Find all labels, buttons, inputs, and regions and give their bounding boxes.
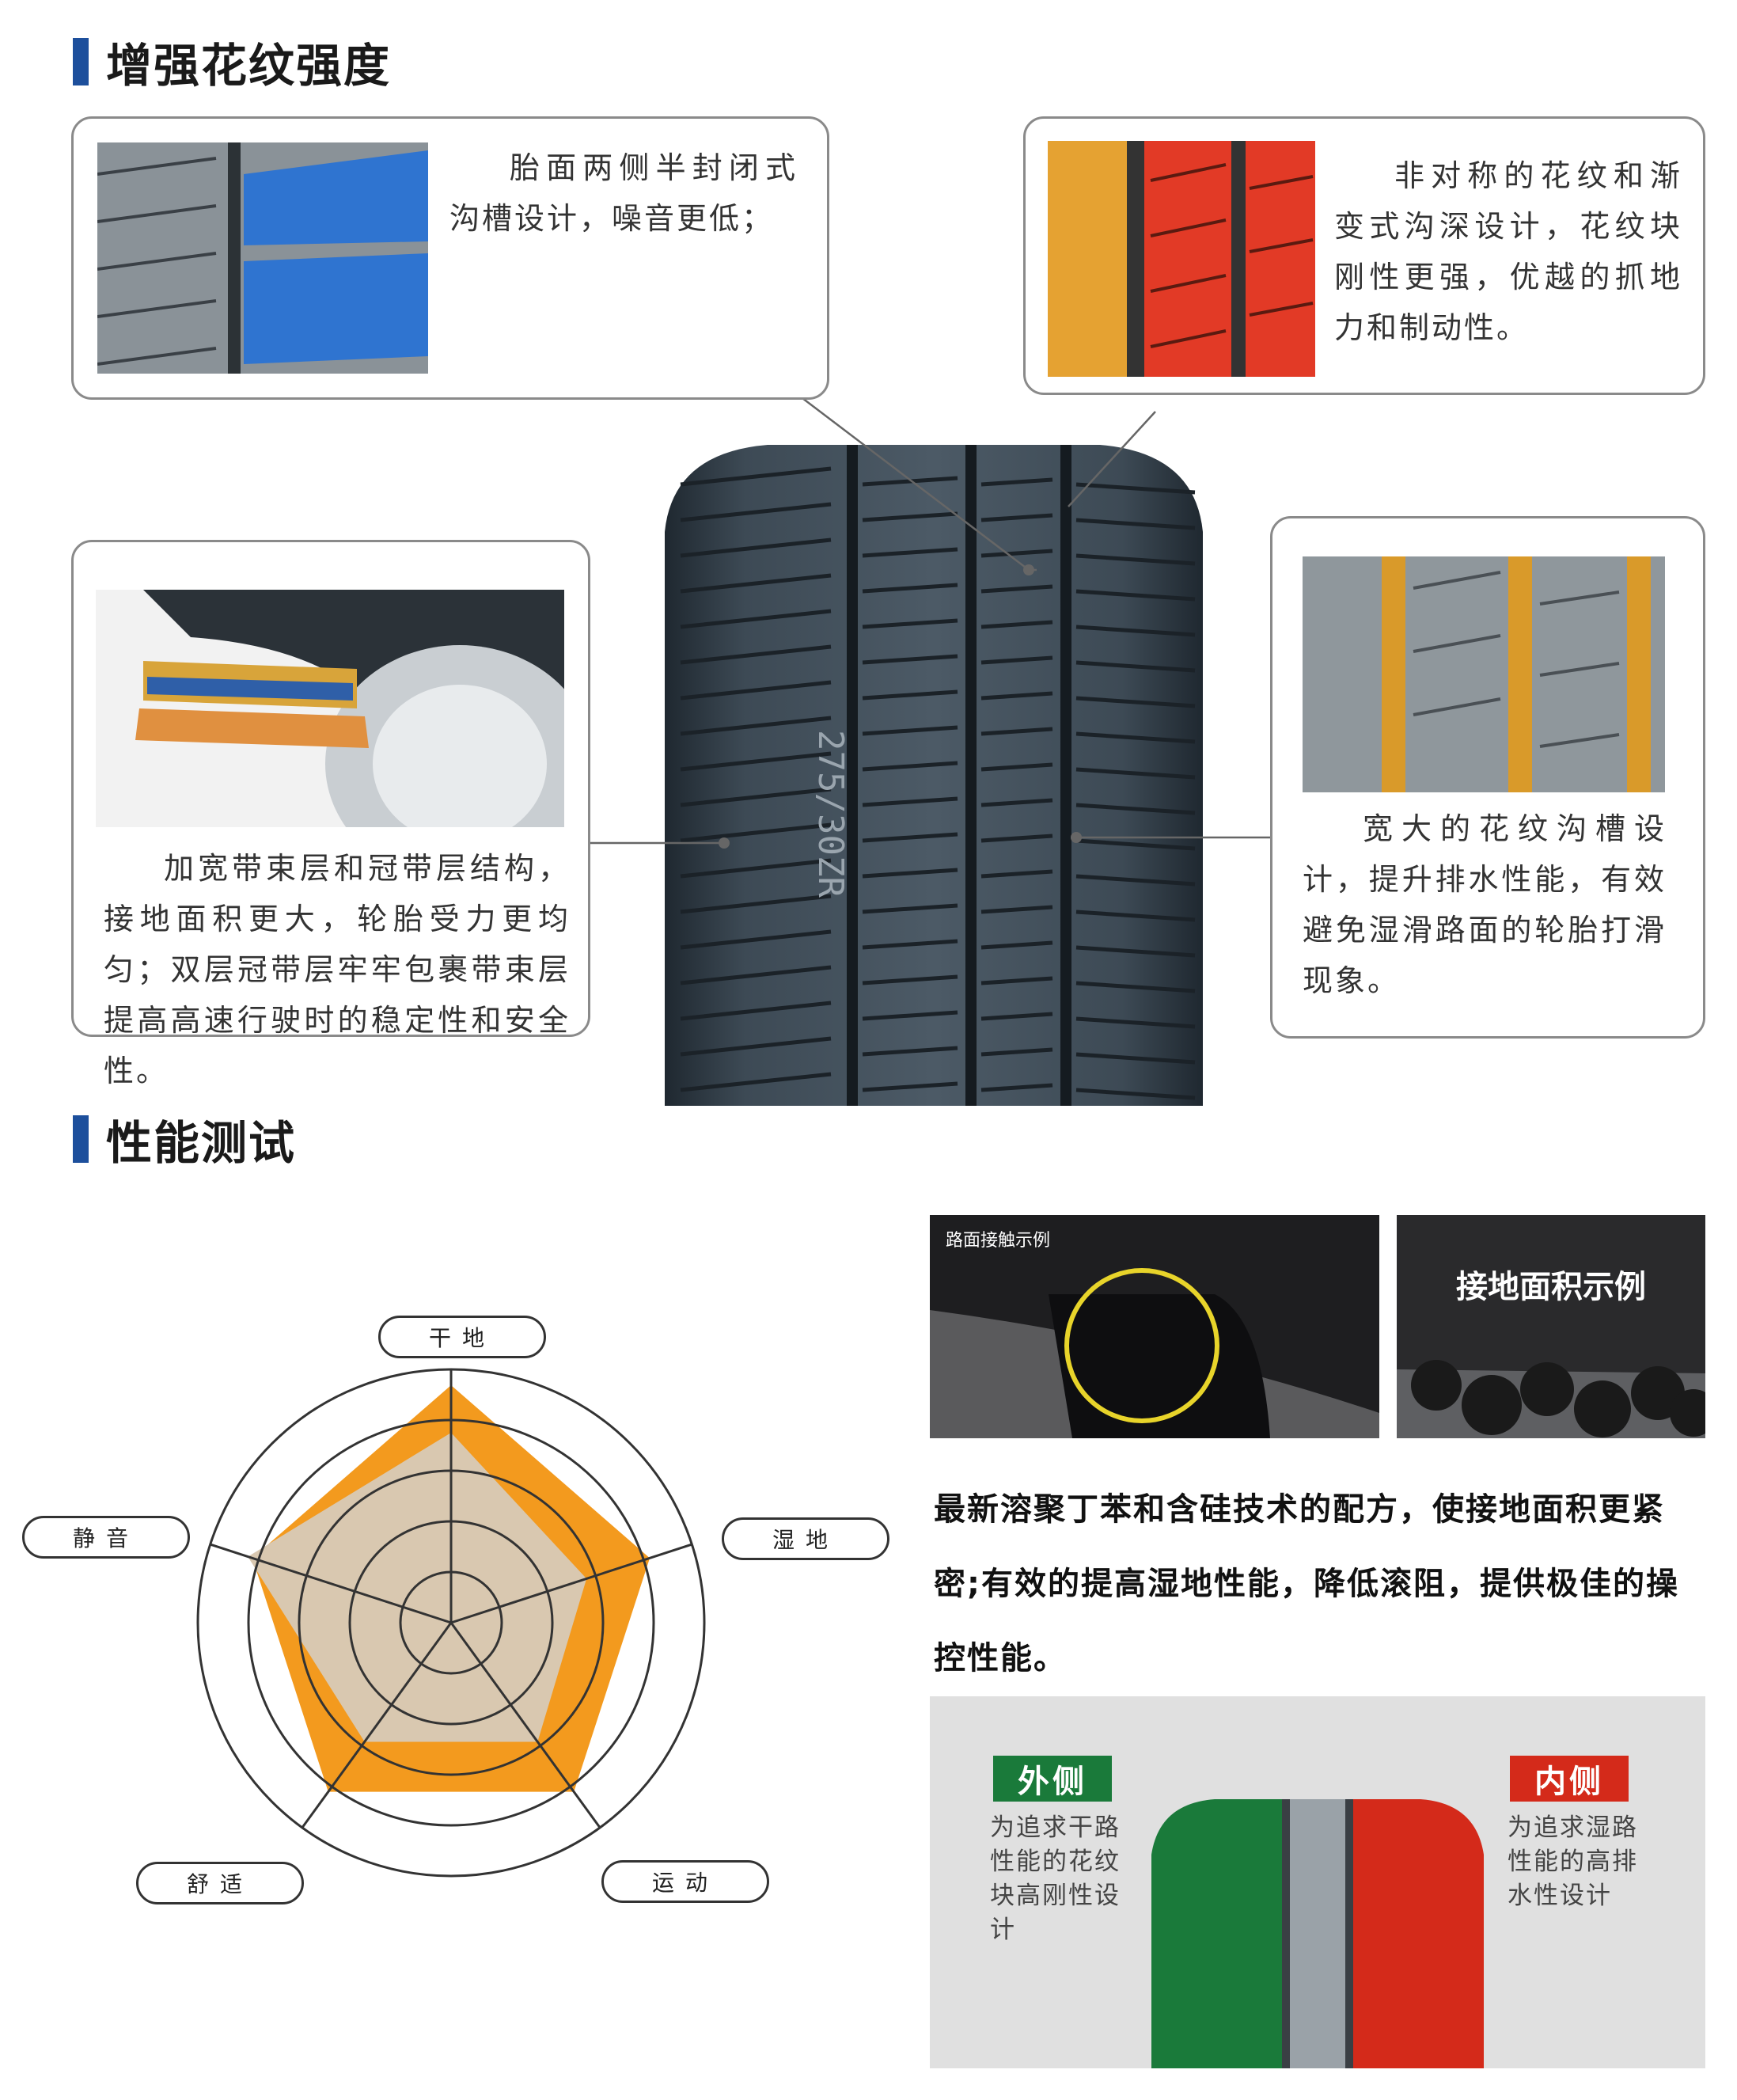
tread-image-gold-grooves: [1303, 556, 1665, 792]
radar-label-wet: 湿地: [722, 1517, 889, 1560]
callout-lines: [586, 395, 1270, 849]
feature-text-noise: 胎面两侧半封闭式沟槽设计，噪音更低；: [449, 150, 798, 236]
performance-radar: [196, 1368, 706, 1878]
outer-side-tag: 外侧: [993, 1756, 1112, 1802]
road-contact-image: 路面接触示例: [930, 1215, 1379, 1438]
contact-area-caption: 接地面积示例: [1456, 1269, 1646, 1305]
tire-main-image: 275/30ZR: [649, 437, 1219, 1106]
radar-axis-3: [449, 1622, 601, 1828]
tire-cutaway-image: [96, 590, 564, 827]
radar-axis-5: [210, 1543, 452, 1624]
feature-text-belt: 加宽带束层和冠带层结构，接地面积更大，轮胎受力更均匀；双层冠带层牢牢包裹带束层提…: [104, 851, 571, 1088]
feature-text-drain: 宽大的花纹沟槽设计，提升排水性能，有效避免湿滑路面的轮胎打滑现象。: [1303, 811, 1667, 998]
section-title-text: 性能测试: [106, 1116, 297, 1170]
feature-card-drain: 宽大的花纹沟槽设计，提升排水性能，有效避免湿滑路面的轮胎打滑现象。: [1270, 516, 1705, 1039]
radar-label-comfort: 舒适: [136, 1862, 304, 1904]
sidewall-text: 275/30ZR: [810, 730, 851, 898]
title-accent-bar: [73, 1115, 89, 1163]
radar-label-dry: 干地: [378, 1316, 546, 1358]
radar-axis-2: [450, 1543, 692, 1624]
feature-text-grip: 非对称的花纹和渐变式沟深设计，花纹块刚性更强，优越的抓地力和制动性。: [1334, 158, 1682, 345]
feature-card-grip: 非对称的花纹和渐变式沟深设计，花纹块刚性更强，优越的抓地力和制动性。: [1023, 116, 1705, 395]
radar-label-quiet: 静音: [22, 1516, 190, 1559]
contact-area-image: 接地面积示例: [1397, 1215, 1705, 1438]
tread-sides-panel: 外侧 为追求干路性能的花纹块高刚性设计 内侧 为追求湿路性能的高排水性设计: [930, 1696, 1705, 2068]
road-contact-caption: 路面接触示例: [946, 1231, 1051, 1251]
section-title-text: 增强花纹强度: [106, 39, 392, 93]
inner-side-desc: 为追求湿路性能的高排水性设计: [1508, 1813, 1638, 1910]
inner-side-tag: 内侧: [1510, 1756, 1629, 1802]
tread-image-orange-red: [1048, 141, 1315, 377]
section-title-test: 性能测试: [73, 1106, 296, 1172]
feature-card-belt: 加宽带束层和冠带层结构，接地面积更大，轮胎受力更均匀；双层冠带层牢牢包裹带束层提…: [71, 540, 590, 1088]
radar-axis-4: [301, 1622, 453, 1828]
feature-card-noise: 胎面两侧半封闭式沟槽设计，噪音更低；: [71, 116, 829, 400]
compound-description: 最新溶聚丁苯和含硅技术的配方，使接地面积更紧密;有效的提高湿地性能，降低滚阻，提…: [934, 1491, 1679, 1677]
section-title-strength: 增强花纹强度: [73, 28, 391, 95]
title-accent-bar: [73, 38, 89, 85]
radar-inner-area: [248, 1433, 587, 1742]
outer-side-desc: 为追求干路性能的花纹块高刚性设计: [990, 1813, 1121, 1944]
tread-image-blue: [97, 142, 428, 374]
radar-label-sport: 运动: [601, 1860, 769, 1903]
